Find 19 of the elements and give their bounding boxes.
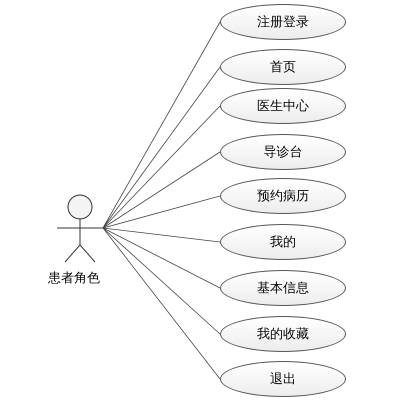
use-case-ellipse: 首页 xyxy=(220,49,346,85)
use-case-ellipse: 导诊台 xyxy=(220,134,346,170)
association-line xyxy=(102,228,220,380)
association-line xyxy=(102,196,220,228)
use-case-ellipse: 医生中心 xyxy=(220,88,346,124)
association-line xyxy=(102,228,220,288)
actor-label: 患者角色 xyxy=(48,270,100,287)
association-line xyxy=(102,152,220,228)
use-case-ellipse: 我的收藏 xyxy=(220,316,346,352)
use-case-ellipse: 基本信息 xyxy=(220,270,346,306)
association-line xyxy=(102,22,220,228)
use-case-ellipse: 注册登录 xyxy=(220,4,346,40)
association-line xyxy=(102,106,220,228)
use-case-ellipse: 我的 xyxy=(220,224,346,260)
use-case-ellipse: 退出 xyxy=(220,361,346,397)
association-line xyxy=(102,228,220,334)
use-case-ellipse: 预约病历 xyxy=(220,178,346,214)
association-line xyxy=(102,66,220,228)
association-line xyxy=(102,228,220,242)
